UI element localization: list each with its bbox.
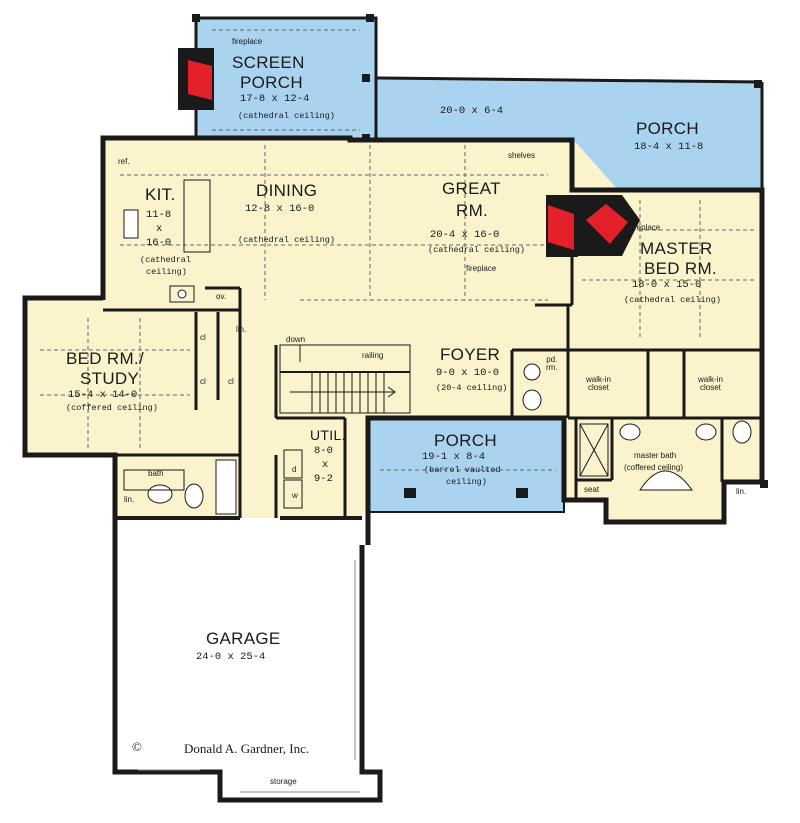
screen-porch-fireplace-label: fireplace (232, 37, 263, 46)
rear-porch-area (368, 78, 762, 192)
shelves-label: shelves (508, 151, 536, 160)
bath-linen-label: lin. (124, 495, 135, 504)
front-porch-area (368, 418, 564, 512)
foyer-name: FOYER (440, 345, 501, 364)
garage-details (138, 560, 360, 793)
fixtures (123, 179, 752, 515)
rear-porch-size: 20-0 x 6-4 (440, 105, 504, 117)
great-room-name-2: RM. (456, 201, 489, 220)
washer-label: w (292, 491, 298, 500)
great-room-name-1: GREAT (442, 179, 501, 198)
kitchen-note-2: ceiling) (146, 267, 187, 277)
stairs-down-label: down (286, 335, 306, 344)
right-porch-name: PORCH (636, 119, 699, 138)
front-porch-name: PORCH (434, 431, 497, 450)
powder-room-label: pd. rm. (546, 355, 558, 372)
storage-label: storage (270, 777, 297, 786)
windows (192, 14, 768, 498)
garage-size: 24-0 x 25-4 (196, 651, 266, 663)
foyer-size: 9-0 x 10-0 (436, 367, 500, 379)
dining-name: DINING (256, 181, 318, 200)
utility-size-1: 8-0 (314, 445, 333, 457)
oven-label: ov. (216, 292, 227, 301)
kitchen-name: KIT. (145, 185, 176, 204)
porch-areas (196, 18, 762, 512)
closet-label-3: cl (228, 377, 234, 386)
copyright-symbol: © (132, 739, 142, 754)
screen-porch-name-line2: PORCH (240, 73, 303, 92)
screen-porch-note: (cathedral ceiling) (238, 111, 335, 121)
garage-area (115, 518, 362, 775)
screen-porch-name-2: PORCH (240, 74, 303, 91)
great-room-size: 20-4 x 16-0 (430, 229, 500, 241)
kitchen-size-1: 11-8 (146, 209, 172, 221)
master-name-2: BED RM. (644, 259, 717, 278)
fireplaces (178, 48, 640, 257)
bath-label: bath (148, 469, 164, 478)
utility-size-3: 9-2 (314, 473, 333, 485)
kitchen-size-3: 16-0 (146, 237, 172, 249)
master-bath-note: (coffered ceiling) (624, 463, 683, 472)
railing-label: railing (362, 351, 384, 360)
great-room-fireplace-label: fireplace (466, 264, 497, 273)
utility-name: UTIL. (310, 427, 346, 443)
master-bath-label: master bath (634, 451, 677, 460)
dining-note: (cathedral ceiling) (238, 235, 335, 245)
front-porch-note-2: ceiling) (446, 477, 487, 487)
closet-label-2: cl (200, 377, 206, 386)
front-porch-frame (368, 500, 565, 513)
master-linen-label: lin. (736, 487, 747, 496)
dining-size: 12-8 x 16-0 (245, 203, 315, 215)
ceiling-lines (40, 29, 756, 471)
right-porch-size: 18-4 x 11-8 (634, 141, 704, 153)
kitchen-note-1: (cathedral (140, 255, 192, 265)
master-size: 18-0 x 15-0 (632, 279, 702, 291)
screen-porch-name: SCREEN (232, 54, 305, 71)
screen-porch-size: 17-8 x 12-4 (240, 93, 310, 105)
utility-size-2: x (322, 459, 329, 471)
walk-in-closet-right: walk-in closet (698, 375, 723, 392)
master-name-1: MASTER (640, 239, 713, 258)
front-porch-note-1: (barrel vaulted (424, 465, 501, 475)
screen-porch-area (196, 18, 376, 142)
master-note: (cathedral ceiling) (624, 295, 721, 305)
great-room-note: (cathedral ceiling) (428, 245, 525, 255)
bed-study-name-1: BED RM./ (66, 349, 144, 368)
hall-linen-label: lin. (236, 325, 247, 334)
rear-porch-edge (375, 76, 763, 84)
dryer-label: d (292, 465, 297, 474)
ref-label: ref. (118, 157, 130, 166)
stairs (279, 344, 411, 414)
garage-wall (112, 518, 383, 803)
foyer-note: (20-4 ceiling) (436, 383, 508, 393)
bed-study-size: 15-4 x 14-0 (68, 389, 138, 401)
front-porch-size: 19-1 x 8-4 (422, 451, 486, 463)
closet-label-1: cl (200, 333, 206, 342)
screen-porch-name-line1: SCREEN (232, 53, 305, 72)
bed-study-name-2: STUDY (80, 369, 140, 388)
walk-in-closet-left: walk-in closet (586, 375, 611, 392)
bed-study-note: (coffered ceiling) (66, 403, 158, 413)
master-fireplace-label: fireplace (630, 223, 661, 232)
garage-name: GARAGE (206, 629, 281, 648)
kitchen-size-2: x (156, 223, 163, 235)
seat-label: seat (584, 485, 600, 494)
copyright-text: Donald A. Gardner, Inc. (184, 741, 310, 756)
